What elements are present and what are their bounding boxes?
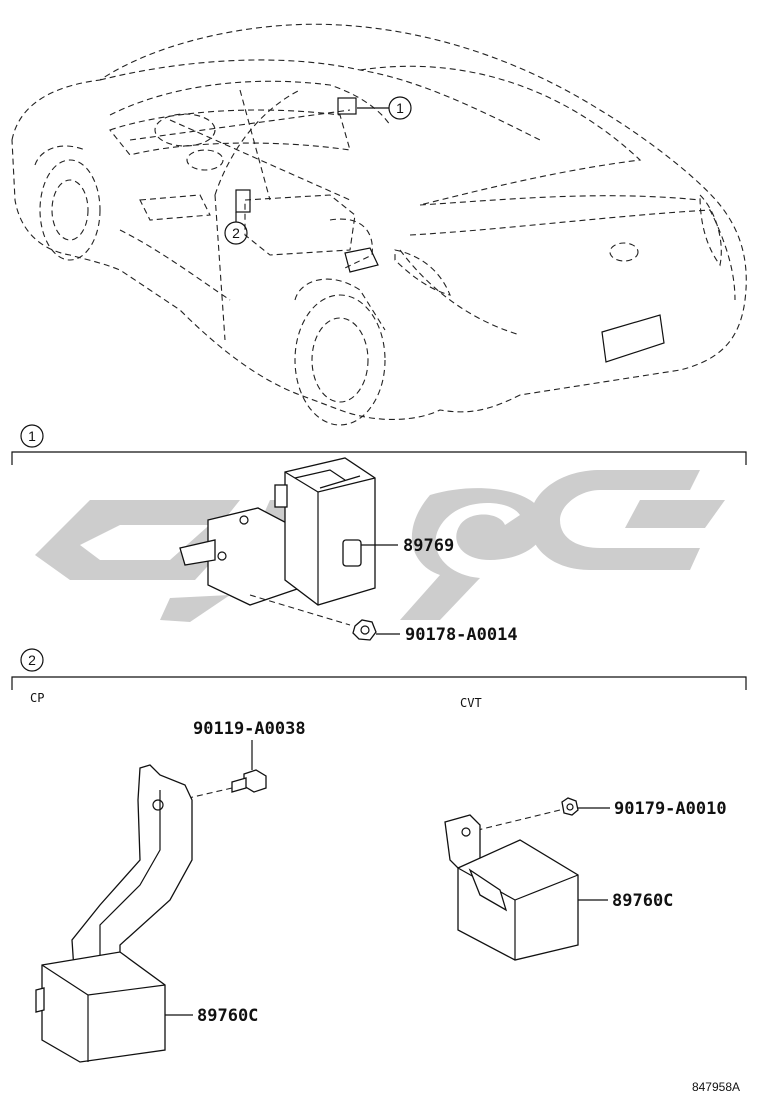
car-callout-1-label: 1 (396, 100, 404, 116)
part-number-90179-a0010: 90179-A0010 (614, 799, 727, 819)
section-2-header: 2 (11, 648, 747, 690)
nut-90178-a0014 (352, 619, 377, 641)
section-2-number: 2 (28, 652, 36, 668)
car-callout-1: 1 (357, 96, 412, 120)
section-1-number: 1 (28, 428, 36, 444)
car-callout-2-label: 2 (232, 225, 240, 241)
part-number-89760c-cp: 89760C (197, 1006, 258, 1026)
section-1-header: 1 (11, 424, 747, 465)
ecu-89769-assembly (179, 457, 376, 606)
car-illustration (11, 23, 747, 426)
ecu-89760c-cvt-assembly (444, 814, 579, 961)
part-number-90119-a0038: 90119-A0038 (193, 719, 306, 739)
variant-label-cp: CP (30, 691, 44, 705)
part-number-90178-a0014: 90178-A0014 (405, 625, 518, 645)
car-callout-2: 2 (224, 212, 248, 245)
watermark-logo (35, 470, 725, 622)
part-number-89769: 89769 (403, 536, 454, 556)
variant-label-cvt: CVT (460, 696, 482, 710)
ecu-89760c-cp-assembly (35, 764, 193, 1063)
illustration-code: 847958A (692, 1080, 740, 1094)
part-number-89760c-cvt: 89760C (612, 891, 673, 911)
nut-90179-a0010 (561, 797, 579, 816)
bolt-90119-a0038 (231, 769, 267, 793)
